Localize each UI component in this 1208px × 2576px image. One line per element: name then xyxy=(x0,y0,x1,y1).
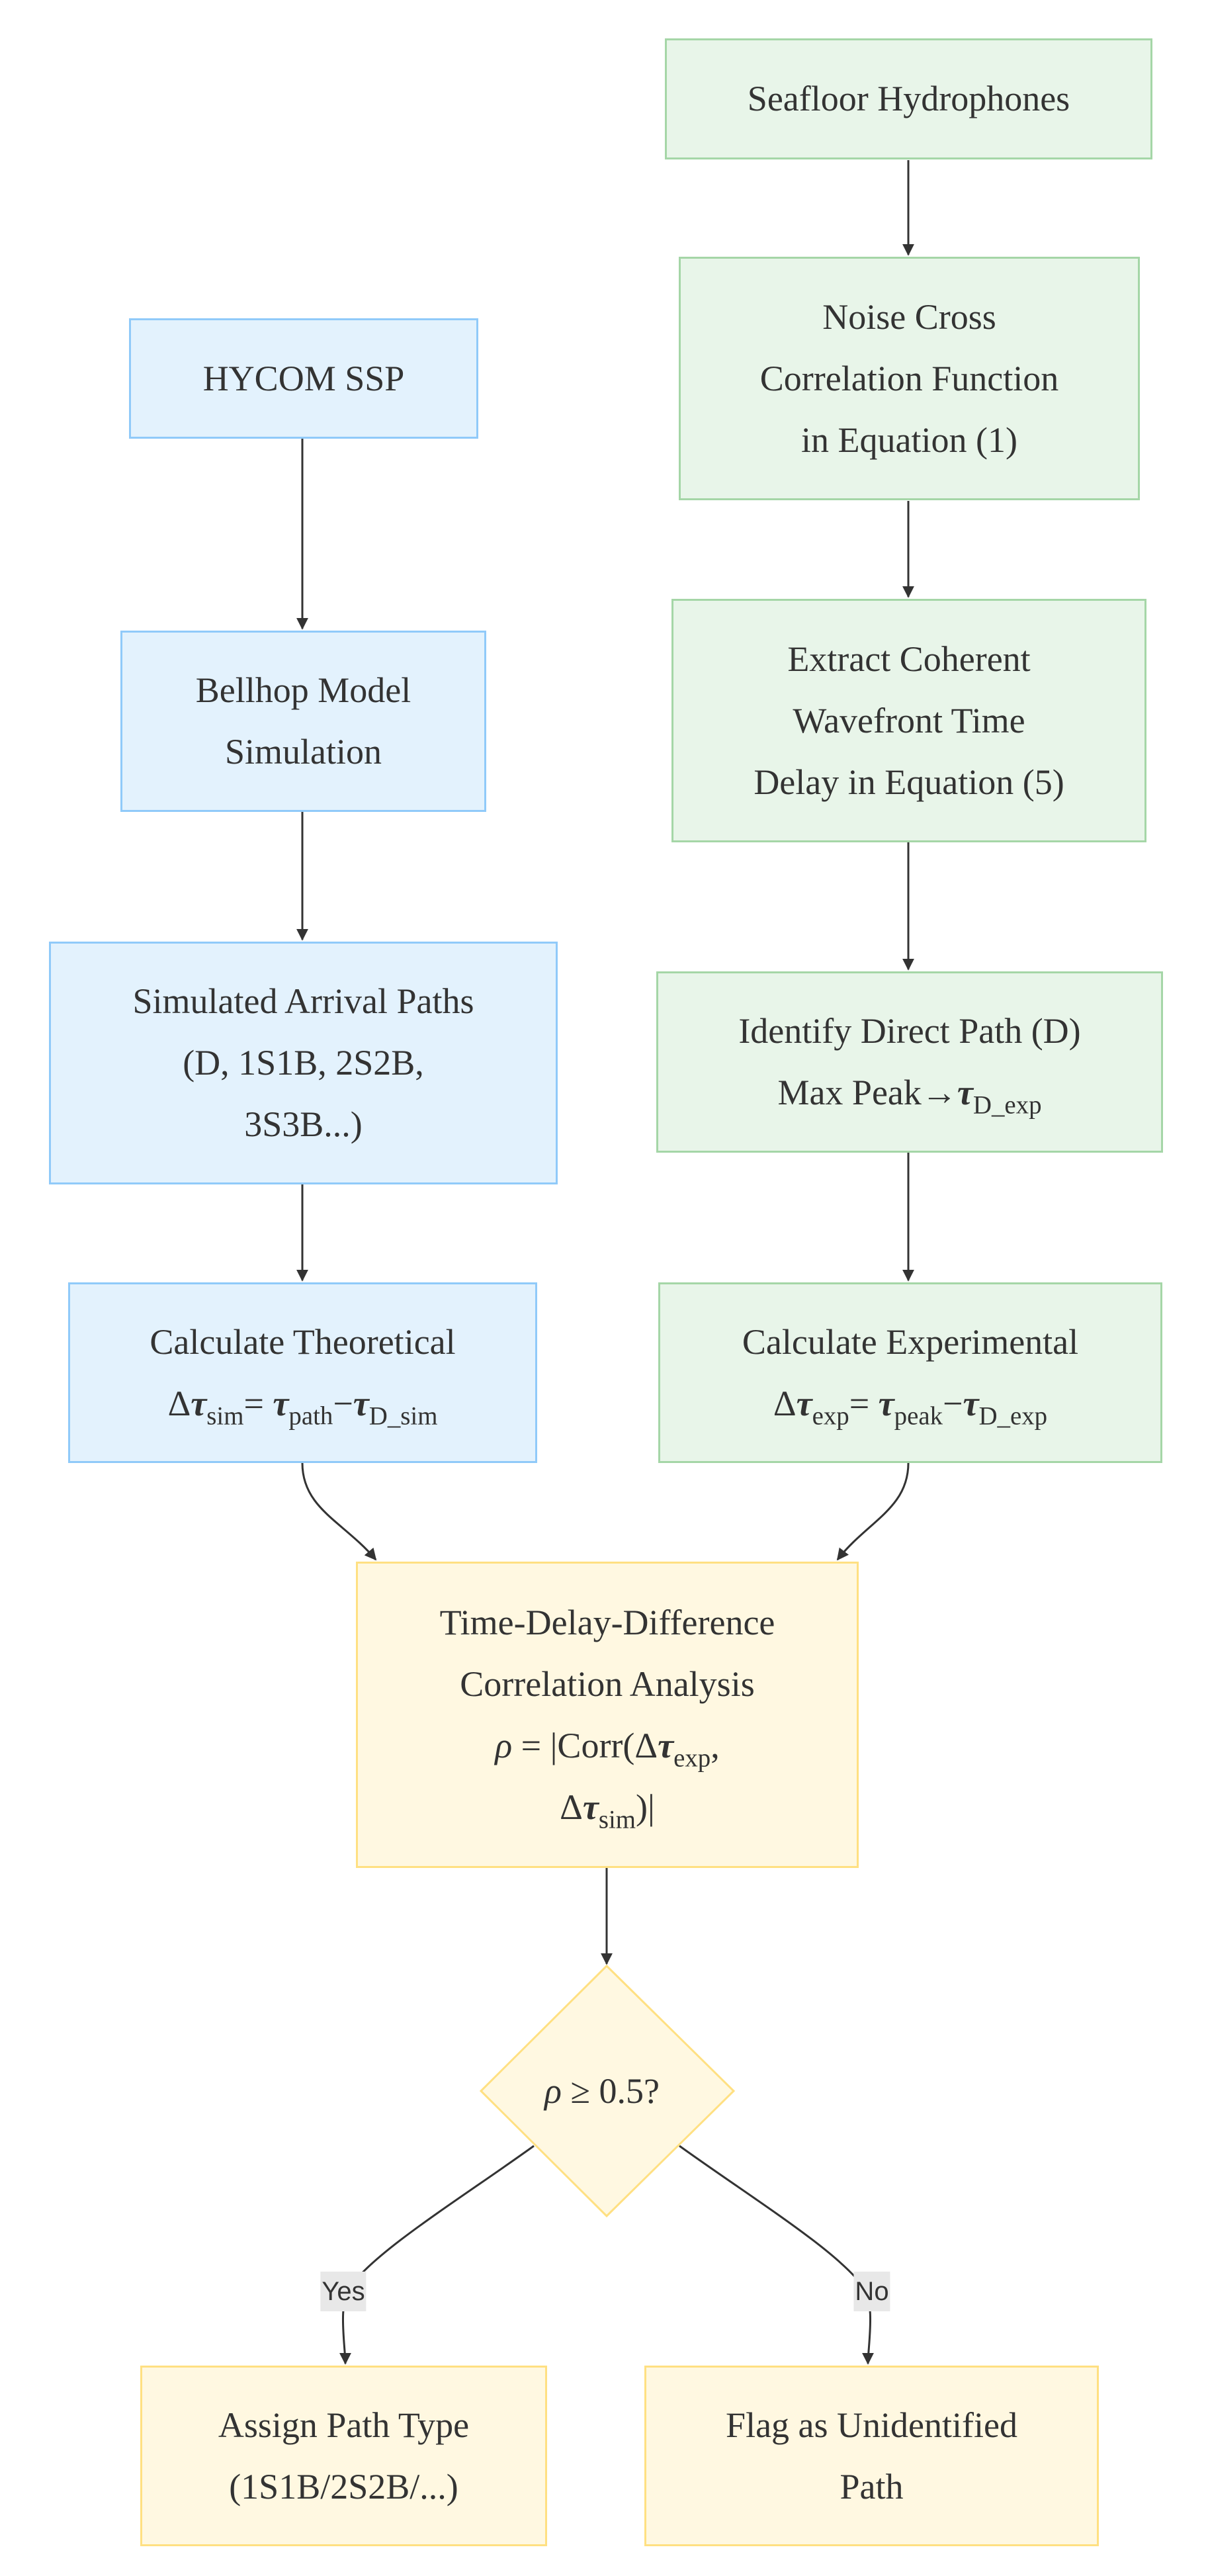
yes-edge-label: Yes xyxy=(320,2272,367,2311)
edge-decision-to-flag xyxy=(679,2145,875,2365)
bellhop-line-1: Bellhop Model xyxy=(195,670,411,710)
calc-theo-formula: Δτsim= τpath−τD_sim xyxy=(167,1383,438,1431)
extract-line-1: Extract Coherent xyxy=(787,639,1031,679)
analysis-line-2: Correlation Analysis xyxy=(460,1664,755,1704)
analysis-formula-1: ρ = |Corr(Δτexp, xyxy=(495,1725,720,1773)
assign-line-1: Assign Path Type xyxy=(218,2405,470,2445)
analysis-line-1: Time-Delay-Difference xyxy=(439,1602,775,1642)
calc-exp-formula: Δτexp= τpeak−τD_exp xyxy=(773,1383,1048,1431)
identify-line-2: Max Peak→τD_exp xyxy=(777,1073,1042,1120)
seafloor-hydrophones-label: Seafloor Hydrophones xyxy=(747,79,1070,118)
simulated-arrival-paths-node: Simulated Arrival Paths (D, 1S1B, 2S2B, … xyxy=(49,942,558,1184)
extract-line-2: Wavefront Time xyxy=(793,700,1025,740)
assign-path-type-node: Assign Path Type (1S1B/2S2B/...) xyxy=(140,2366,547,2546)
flag-line-1: Flag as Unidentified xyxy=(726,2405,1017,2445)
flag-line-2: Path xyxy=(840,2466,904,2507)
extract-line-3: Delay in Equation (5) xyxy=(754,762,1064,802)
hycom-ssp-node: HYCOM SSP xyxy=(129,318,478,439)
assign-line-2: (1S1B/2S2B/...) xyxy=(229,2466,458,2507)
simulated-line-3: 3S3B...) xyxy=(244,1104,363,1144)
calculate-experimental-node: Calculate Experimental Δτexp= τpeak−τD_e… xyxy=(658,1282,1162,1463)
no-edge-label: No xyxy=(853,2272,890,2311)
flag-unidentified-node: Flag as Unidentified Path xyxy=(644,2366,1099,2546)
simulated-line-1: Simulated Arrival Paths xyxy=(132,981,474,1021)
ncc-line-1: Noise Cross xyxy=(822,296,996,337)
bellhop-model-node: Bellhop Model Simulation xyxy=(120,631,486,812)
identify-direct-path-node: Identify Direct Path (D) Max Peak→τD_exp xyxy=(656,971,1163,1153)
decision-diamond xyxy=(479,1964,736,2218)
bellhop-line-2: Simulation xyxy=(224,732,382,772)
noise-cross-correlation-node: Noise Cross Correlation Function in Equa… xyxy=(679,257,1140,500)
extract-coherent-wavefront-node: Extract Coherent Wavefront Time Delay in… xyxy=(671,599,1146,842)
edge-decision-to-assign xyxy=(339,2145,535,2365)
calculate-theoretical-node: Calculate Theoretical Δτsim= τpath−τD_si… xyxy=(68,1282,537,1463)
edge-calc-exp-to-analysis xyxy=(836,1462,910,1561)
simulated-line-2: (D, 1S1B, 2S2B, xyxy=(183,1043,424,1083)
calc-exp-line-1: Calculate Experimental xyxy=(742,1321,1079,1362)
calc-theo-line-1: Calculate Theoretical xyxy=(150,1321,456,1362)
correlation-analysis-node: Time-Delay-Difference Correlation Analys… xyxy=(356,1562,859,1868)
ncc-line-3: in Equation (1) xyxy=(801,420,1017,460)
hycom-label: HYCOM SSP xyxy=(202,358,405,398)
decision-label: ρ ≥ 0.5? xyxy=(544,2071,660,2111)
ncc-line-2: Correlation Function xyxy=(759,358,1059,398)
edge-calc-theo-to-analysis xyxy=(301,1462,377,1561)
identify-line-1: Identify Direct Path (D) xyxy=(738,1011,1081,1051)
analysis-formula-2: Δτsim)| xyxy=(560,1787,655,1834)
seafloor-hydrophones-node: Seafloor Hydrophones xyxy=(665,38,1152,159)
